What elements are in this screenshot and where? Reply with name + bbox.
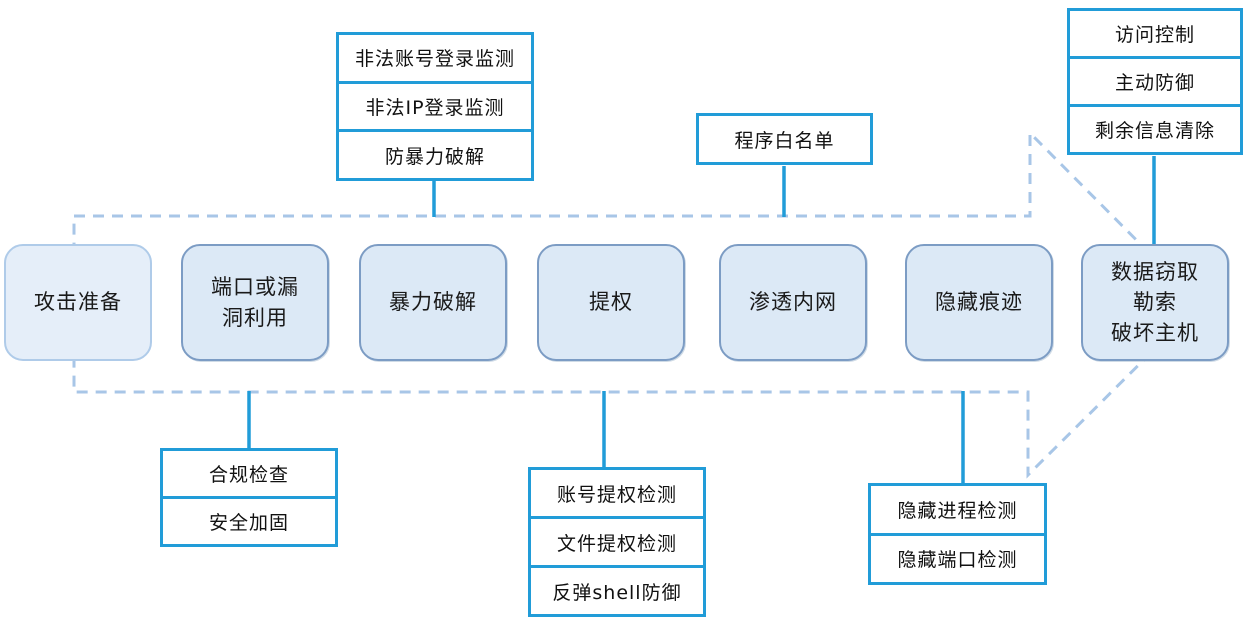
defense-item: 防暴力破解: [339, 129, 531, 179]
defense-item: 访问控制: [1070, 11, 1240, 56]
defense-item: 安全加固: [163, 496, 335, 544]
chain-box-bruteforce: 暴力破解: [359, 244, 507, 361]
defense-item: 隐藏端口检测: [871, 532, 1044, 582]
defense-item: 程序白名单: [699, 116, 870, 162]
defense-item: 非法账号登录监测: [339, 35, 531, 81]
stack-login-monitor: 非法账号登录监测 非法IP登录监测 防暴力破解: [336, 32, 534, 181]
chain-box-attack-prep: 攻击准备: [4, 244, 152, 361]
chain-box-privilege-escalation: 提权: [537, 244, 685, 361]
chain-box-port-vuln-exploit: 端口或漏 洞利用: [181, 244, 329, 361]
stack-access-control: 访问控制 主动防御 剩余信息清除: [1067, 8, 1243, 155]
stack-program-whitelist: 程序白名单: [696, 113, 873, 165]
defense-item: 账号提权检测: [531, 470, 703, 516]
defense-item: 反弹shell防御: [531, 565, 703, 614]
chain-box-data-theft-ransom: 数据窃取 勒索 破坏主机: [1081, 244, 1229, 361]
defense-item: 隐藏进程检测: [871, 486, 1044, 533]
stack-hidden-detect: 隐藏进程检测 隐藏端口检测: [868, 483, 1047, 585]
defense-item: 剩余信息清除: [1070, 104, 1240, 152]
defense-item: 文件提权检测: [531, 516, 703, 565]
stack-privilege-detect: 账号提权检测 文件提权检测 反弹shell防御: [528, 467, 706, 617]
defense-item: 合规检查: [163, 451, 335, 496]
defense-item: 主动防御: [1070, 56, 1240, 104]
chain-box-intranet-penetration: 渗透内网: [719, 244, 867, 361]
stack-compliance: 合规检查 安全加固: [160, 448, 338, 547]
chain-box-hide-traces: 隐藏痕迹: [905, 244, 1053, 361]
attack-flow-arrow-outline: [72, 129, 1203, 479]
defense-item: 非法IP登录监测: [339, 80, 531, 130]
